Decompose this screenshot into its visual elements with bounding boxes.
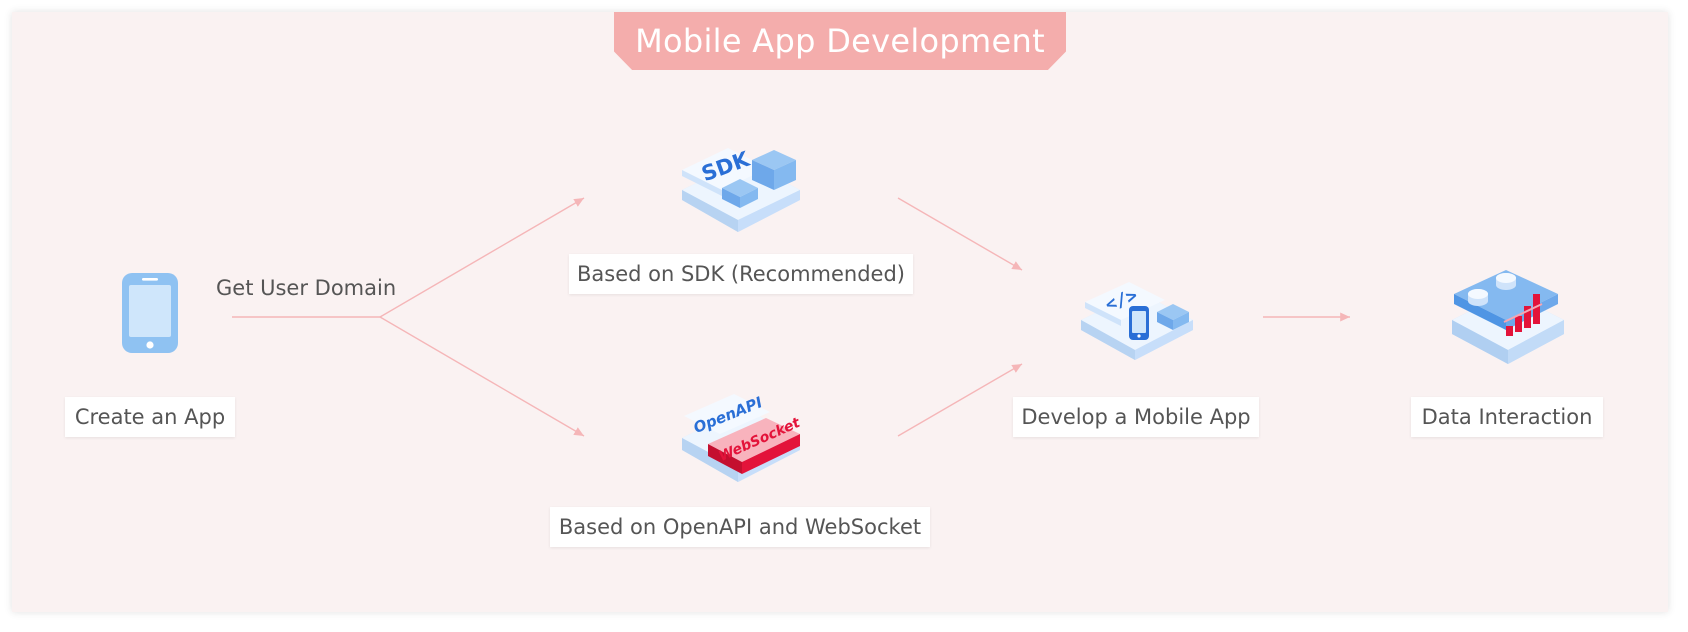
smartphone-icon	[122, 273, 178, 353]
connector-openapi-to-develop	[897, 363, 1023, 437]
connector-sdk-to-develop	[897, 197, 1023, 271]
sdk-icon: SDK	[682, 147, 800, 232]
get-user-domain-label: Get User Domain	[216, 276, 397, 300]
connector-split-to-openapi	[379, 316, 585, 437]
data-interaction-label: Data Interaction	[1411, 397, 1603, 437]
develop-app-label: Develop a Mobile App	[1013, 397, 1259, 437]
sdk-label: Based on SDK (Recommended)	[569, 254, 913, 294]
connector-split-to-sdk	[379, 197, 585, 318]
openapi-websocket-icon: OpenAPI WebSocket	[682, 393, 804, 482]
diagram-title: Mobile App Development	[635, 22, 1045, 60]
code-mobile-icon: </>	[1081, 282, 1193, 360]
title-banner: Mobile App Development	[614, 12, 1066, 70]
openapi-websocket-label: Based on OpenAPI and WebSocket	[550, 507, 930, 547]
database-chart-icon	[1452, 270, 1564, 364]
create-app-label: Create an App	[65, 397, 235, 437]
